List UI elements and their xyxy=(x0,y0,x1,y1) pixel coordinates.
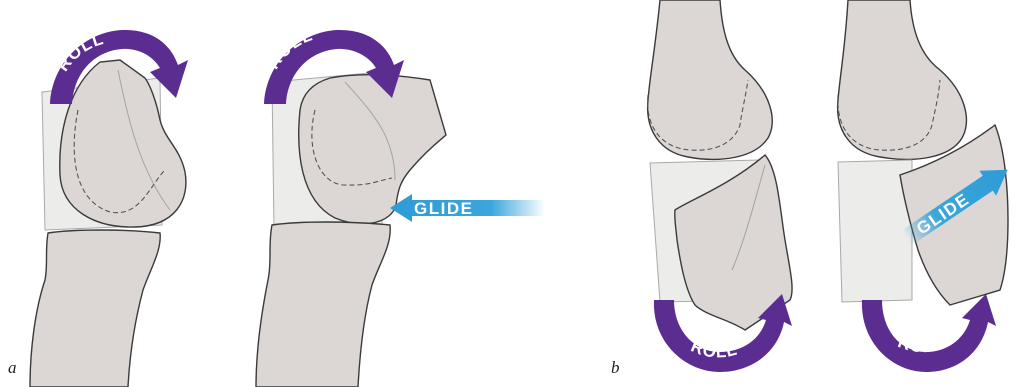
panel-letter-a: a xyxy=(8,358,17,378)
lower-bone xyxy=(256,222,390,387)
glide-label: GLIDE xyxy=(414,199,473,218)
panel-a-figure-2: ROLL GLIDE xyxy=(256,25,545,387)
panel-a-figure-1: ROLL xyxy=(30,29,188,387)
panel-b-figure-1: ROLL xyxy=(648,0,792,372)
upper-bone xyxy=(648,0,773,159)
roll-arrow xyxy=(862,294,996,372)
panel-letter-b: b xyxy=(611,358,620,378)
roll-label: ROLL xyxy=(895,332,947,356)
panel-b-figure-2: GLIDE ROLL xyxy=(838,0,1016,372)
upper-bone xyxy=(838,0,967,159)
lower-bone xyxy=(30,230,160,387)
svg-text:ROLL: ROLL xyxy=(895,332,947,356)
